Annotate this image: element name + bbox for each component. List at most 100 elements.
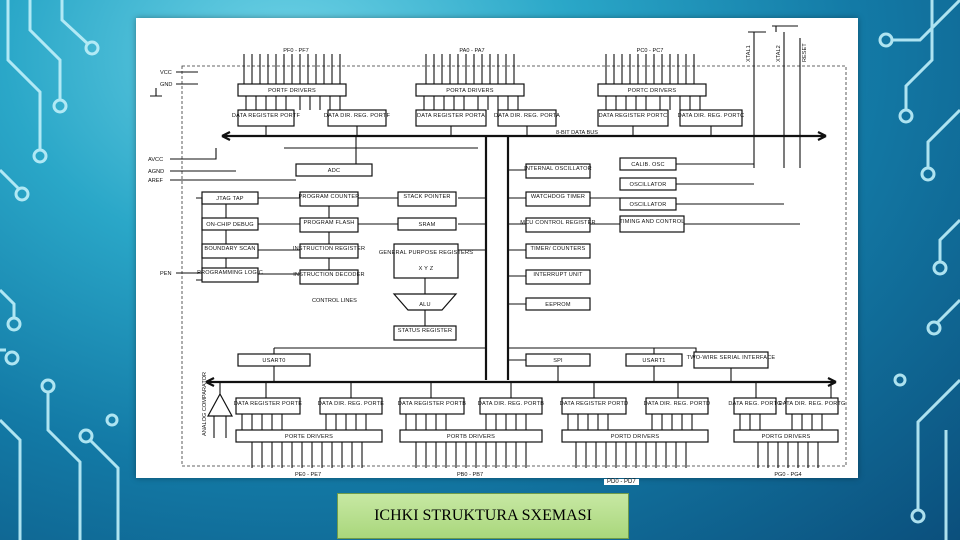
svg-text:DATA DIR. REG. PORTB: DATA DIR. REG. PORTB xyxy=(478,401,545,407)
svg-text:DATA DIR. REG. PORTA: DATA DIR. REG. PORTA xyxy=(494,113,560,119)
oscillator-2: OSCILLATOR xyxy=(619,197,677,211)
svg-text:MCU CONTROL REGISTER: MCU CONTROL REGISTER xyxy=(520,220,596,226)
gnd-label: GND xyxy=(160,82,172,88)
data-dir-register-porta: DATA DIR. REG. PORTA xyxy=(494,109,560,127)
data-register-portf: DATA REGISTER PORTF xyxy=(232,109,300,127)
data-bus-bottom xyxy=(205,377,837,387)
svg-text:PORTA DRIVERS: PORTA DRIVERS xyxy=(446,88,494,94)
svg-text:OSCILLATOR: OSCILLATOR xyxy=(630,202,667,208)
stack-pointer: STACK POINTER xyxy=(397,191,457,207)
on-chip-debug: ON-CHIP DEBUG xyxy=(201,217,259,231)
timing-and-control: TIMING AND CONTROL xyxy=(619,215,685,233)
svg-text:INTERRUPT UNIT: INTERRUPT UNIT xyxy=(533,272,583,278)
data-dir-register-portc: DATA DIR. REG. PORTC xyxy=(678,109,745,127)
svg-text:DATA REGISTER PORTA: DATA REGISTER PORTA xyxy=(417,113,485,119)
svg-text:TIMING AND CONTROL: TIMING AND CONTROL xyxy=(619,219,684,225)
portb-drivers: PORTB DRIVERS xyxy=(399,429,543,443)
program-counter: PROGRAM COUNTER xyxy=(298,191,359,207)
status-register: STATUS REGISTER xyxy=(393,325,457,341)
svg-text:DATA DIR. REG. PORTE: DATA DIR. REG. PORTE xyxy=(318,401,385,407)
bottom-port-label-b: PB0 - PB7 xyxy=(457,472,483,478)
porta-drivers: PORTA DRIVERS xyxy=(415,83,525,97)
svg-text:EEPROM: EEPROM xyxy=(545,302,571,308)
portf-drivers: PORTF DRIVERS xyxy=(237,83,347,97)
svg-text:X Y Z: X Y Z xyxy=(419,266,434,272)
data-register-porta: DATA REGISTER PORTA xyxy=(415,109,487,127)
data-dir-register-porte: DATA DIR. REG. PORTE xyxy=(318,397,385,415)
svg-text:PORTG DRIVERS: PORTG DRIVERS xyxy=(762,434,811,440)
bus-label: 8-BIT DATA BUS xyxy=(556,130,598,136)
analog-comparator-label: ANALOG COMPARATOR xyxy=(202,372,208,436)
spi: SPI xyxy=(525,353,591,367)
svg-text:DATA DIR. REG. PORTC: DATA DIR. REG. PORTC xyxy=(678,113,745,119)
portd-drivers: PORTD DRIVERS xyxy=(561,429,709,443)
xtal1-label: XTAL1 xyxy=(746,45,752,62)
svg-text:PROGRAMMING LOGIC: PROGRAMMING LOGIC xyxy=(197,270,263,276)
analog-comparator: ANALOG COMPARATOR xyxy=(202,372,234,438)
instruction-register: INSTRUCTION REGISTER xyxy=(293,243,365,259)
data-bus-top xyxy=(221,131,827,141)
data-dir-register-portd: DATA DIR. REG. PORTD xyxy=(644,397,711,415)
watchdog-timer: WATCHDOG TIMER xyxy=(525,191,591,207)
bottom-port-label-g: PG0 - PG4 xyxy=(774,472,801,478)
avcc-label: AVCC xyxy=(148,157,163,163)
data-register-portb: DATA REGISTER PORTB xyxy=(398,397,467,415)
data-dir-register-portg: DATA DIR. REG. PORTG xyxy=(778,397,845,415)
svg-text:JTAG TAP: JTAG TAP xyxy=(216,196,243,202)
svg-text:PORTE DRIVERS: PORTE DRIVERS xyxy=(285,434,333,440)
svg-text:WATCHDOG TIMER: WATCHDOG TIMER xyxy=(531,194,585,200)
block-diagram-frame: PF0 - PF7 PA0 - PA7 PC0 - PC7 XTAL1 XTAL… xyxy=(136,18,858,478)
data-register-portc: DATA REGISTER PORTC xyxy=(597,109,669,127)
svg-text:SRAM: SRAM xyxy=(419,222,436,228)
data-register-portg: DATA REG. PORTG xyxy=(728,397,781,415)
two-wire-serial-interface: TWO-WIRE SERIAL INTERFACE xyxy=(687,351,776,369)
reset-label: RESET xyxy=(802,43,808,62)
programming-logic: PROGRAMMING LOGIC xyxy=(197,267,263,283)
svg-text:PORTF DRIVERS: PORTF DRIVERS xyxy=(268,88,316,94)
bottom-port-label-e: PE0 - PE7 xyxy=(295,472,321,478)
top-port-label-c: PC0 - PC7 xyxy=(637,48,664,54)
svg-text:TWO-WIRE SERIAL INTERFACE: TWO-WIRE SERIAL INTERFACE xyxy=(687,355,776,361)
svg-text:TIMER/ COUNTERS: TIMER/ COUNTERS xyxy=(531,246,586,252)
svg-text:SPI: SPI xyxy=(553,358,563,364)
svg-text:INSTRUCTION DECODER: INSTRUCTION DECODER xyxy=(293,272,365,278)
svg-text:OSCILLATOR: OSCILLATOR xyxy=(630,182,667,188)
svg-text:DATA REGISTER PORTE: DATA REGISTER PORTE xyxy=(234,401,303,407)
data-dir-register-portf: DATA DIR. REG. PORTF xyxy=(324,109,390,127)
svg-text:DATA DIR. REG. PORTD: DATA DIR. REG. PORTD xyxy=(644,401,711,407)
instruction-decoder: INSTRUCTION DECODER xyxy=(293,269,365,285)
svg-text:INTERNAL OSCILLATOR: INTERNAL OSCILLATOR xyxy=(524,166,592,172)
agnd-label: AGND xyxy=(148,169,164,175)
svg-text:ALU: ALU xyxy=(419,302,430,308)
interrupt-unit: INTERRUPT UNIT xyxy=(525,269,591,285)
pen-label: PEN xyxy=(160,271,172,277)
svg-text:INSTRUCTION REGISTER: INSTRUCTION REGISTER xyxy=(293,246,365,252)
svg-text:DATA REG. PORTG: DATA REG. PORTG xyxy=(728,401,781,407)
program-flash: PROGRAM FLASH xyxy=(299,217,359,233)
calib-osc: CALIB. OSC xyxy=(619,157,677,171)
boundary-scan: BOUNDARY SCAN xyxy=(201,243,259,259)
circuit-decoration-right xyxy=(878,0,960,540)
circuit-decoration-left xyxy=(0,0,120,540)
svg-text:DATA REGISTER PORTD: DATA REGISTER PORTD xyxy=(560,401,629,407)
mcu-block-diagram: PF0 - PF7 PA0 - PA7 PC0 - PC7 XTAL1 XTAL… xyxy=(148,25,847,478)
svg-text:PORTB DRIVERS: PORTB DRIVERS xyxy=(447,434,495,440)
svg-text:STACK POINTER: STACK POINTER xyxy=(403,194,450,200)
svg-text:DATA REGISTER PORTC: DATA REGISTER PORTC xyxy=(599,113,668,119)
usart1: USART1 xyxy=(625,353,683,367)
svg-text:BOUNDARY SCAN: BOUNDARY SCAN xyxy=(204,246,255,252)
mcu-control-register: MCU CONTROL REGISTER xyxy=(520,217,596,233)
top-pin-lines xyxy=(243,25,801,168)
portg-drivers: PORTG DRIVERS xyxy=(733,429,839,443)
xtal2-label: XTAL2 xyxy=(776,45,782,62)
oscillator-1: OSCILLATOR xyxy=(619,177,677,191)
timer-counters: TIMER/ COUNTERS xyxy=(525,243,591,259)
usart0: USART0 xyxy=(237,353,311,367)
porte-drivers: PORTE DRIVERS xyxy=(235,429,383,443)
internal-oscillator: INTERNAL OSCILLATOR xyxy=(524,163,592,179)
alu: ALU xyxy=(392,293,458,311)
svg-text:PROGRAM FLASH: PROGRAM FLASH xyxy=(303,220,354,226)
svg-text:DATA REGISTER PORTB: DATA REGISTER PORTB xyxy=(398,401,467,407)
svg-text:PORTC DRIVERS: PORTC DRIVERS xyxy=(628,88,677,94)
